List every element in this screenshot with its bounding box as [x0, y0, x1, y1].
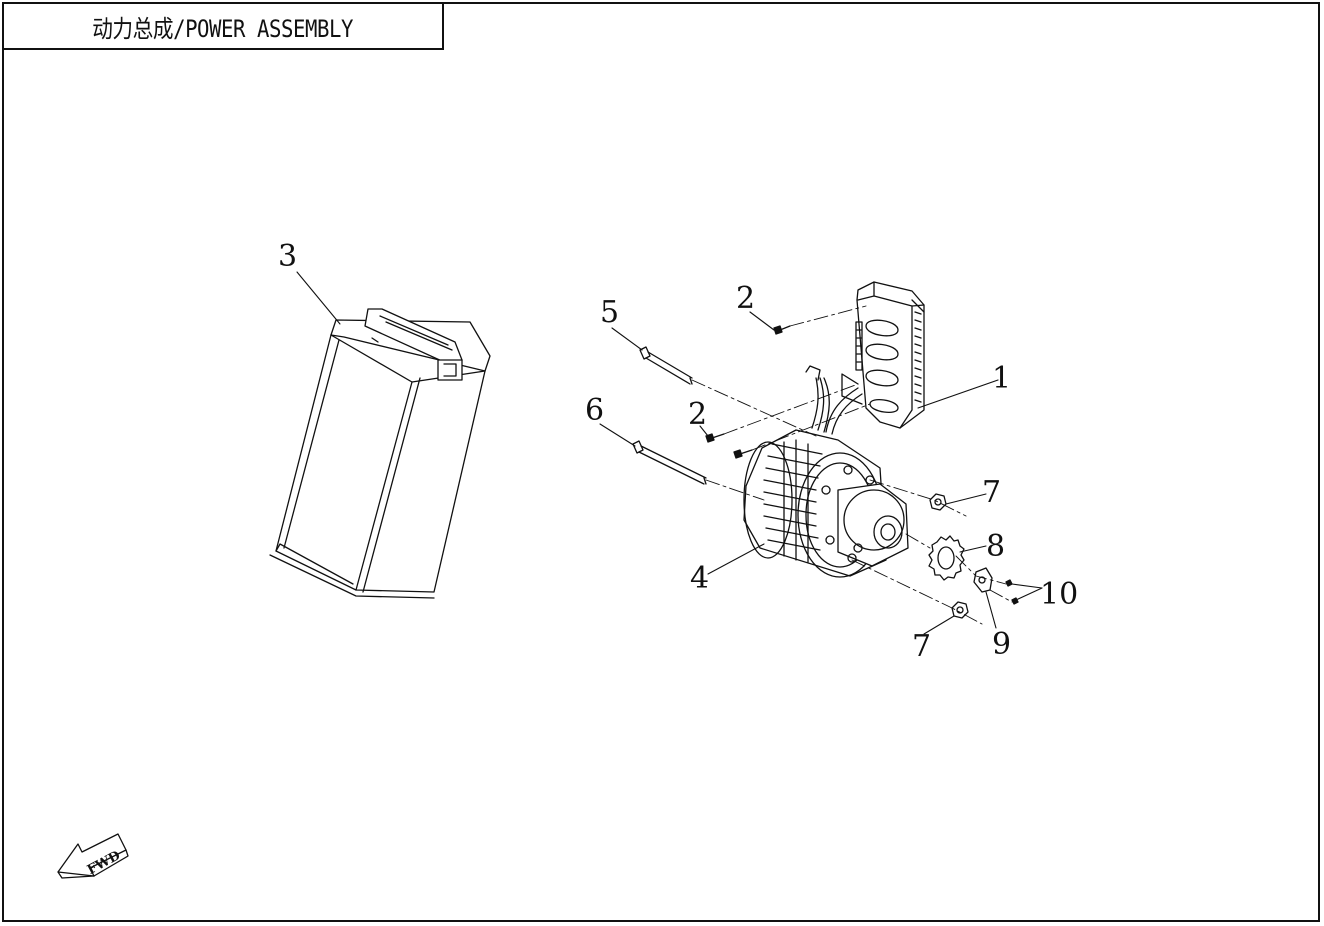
leader-lines	[296, 271, 1043, 635]
callout-10: 10	[1040, 577, 1078, 612]
bolt-10-a	[1005, 579, 1013, 587]
electric-motor	[743, 429, 909, 578]
battery-pack	[269, 308, 491, 599]
callout-6: 6	[585, 393, 604, 428]
title-block: 动力总成/POWER ASSEMBLY	[2, 2, 444, 50]
callout-labels: 1 2 2 3 4 5 6 7 7 8 9 10	[278, 239, 1078, 664]
page-title: 动力总成/POWER ASSEMBLY	[92, 14, 354, 43]
callout-7-upper: 7	[982, 475, 1001, 510]
callout-2-lower: 2	[688, 397, 707, 432]
nut-7-upper	[929, 493, 947, 511]
callout-2-upper: 2	[736, 281, 755, 316]
callout-7-lower: 7	[912, 629, 931, 664]
assembly-centerlines	[691, 305, 1013, 625]
motor-controller	[805, 281, 925, 435]
callout-8: 8	[986, 529, 1005, 564]
callout-9: 9	[992, 627, 1011, 662]
long-bolt-5	[639, 346, 693, 385]
sprocket-8	[928, 535, 965, 581]
callout-5: 5	[600, 295, 619, 330]
screw-2-lower-a	[705, 433, 725, 443]
screw-2-upper	[773, 325, 791, 335]
lock-plate-9	[973, 567, 993, 593]
callout-3: 3	[278, 239, 297, 274]
screw-2-lower-b	[733, 449, 753, 459]
forward-direction-arrow: FWD	[57, 833, 129, 879]
long-bolt-6	[632, 440, 707, 485]
callout-1: 1	[992, 361, 1011, 396]
callout-4: 4	[690, 561, 709, 596]
